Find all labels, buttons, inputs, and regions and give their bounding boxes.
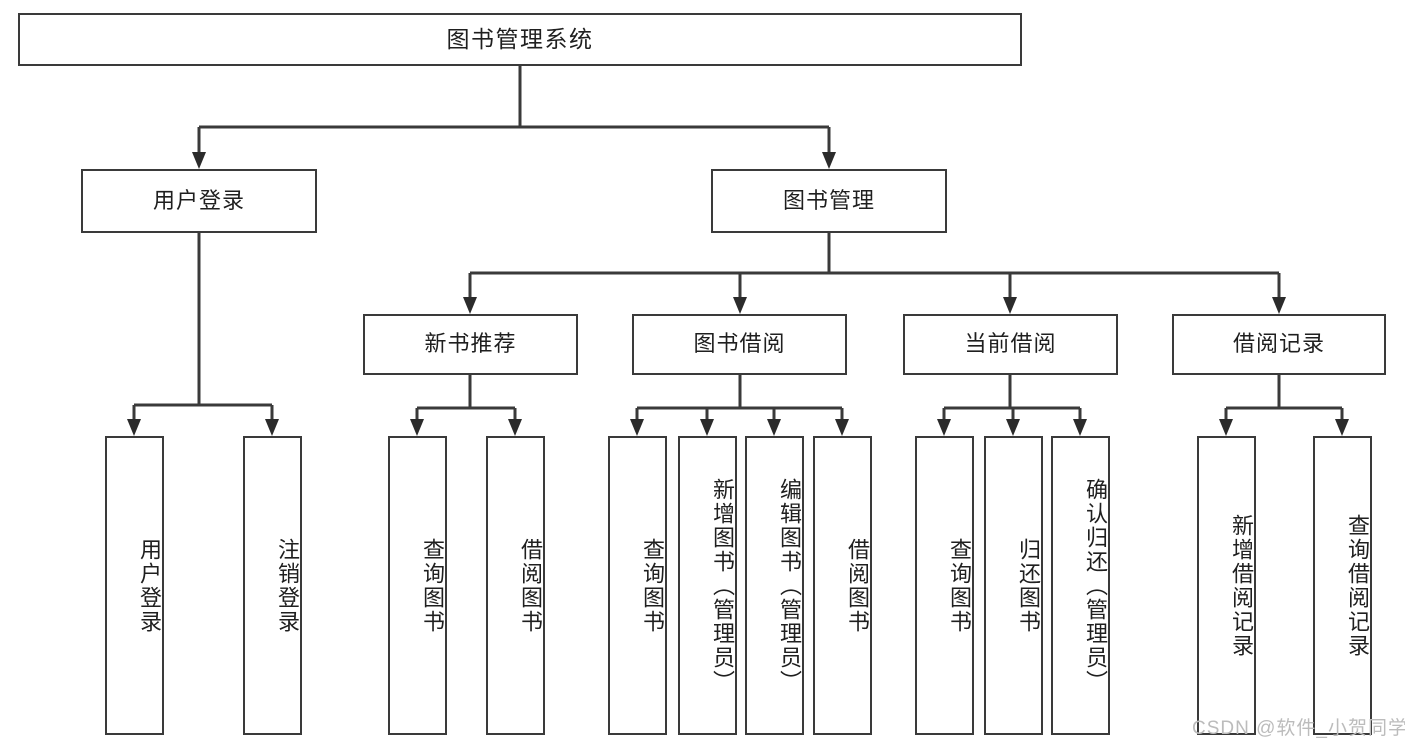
node-label: 确认归还（管理员） xyxy=(1083,477,1108,694)
node-root[interactable]: 图书管理系统 xyxy=(18,13,1022,66)
node-br-add-record[interactable]: 新增借阅记录 xyxy=(1197,436,1256,735)
node-label: 图书借阅 xyxy=(693,331,786,357)
node-book-manage[interactable]: 图书管理 xyxy=(711,169,947,233)
node-nbr-borrow-book[interactable]: 借阅图书 xyxy=(486,436,545,735)
node-label: 归还图书 xyxy=(1016,537,1041,634)
node-user-logout[interactable]: 注销登录 xyxy=(243,436,302,735)
node-label: 图书管理系统 xyxy=(446,25,594,52)
node-label: 用户登录 xyxy=(152,187,245,213)
node-label: 新增借阅记录 xyxy=(1229,513,1254,658)
node-label: 用户登录 xyxy=(137,537,162,634)
node-bb-query-book[interactable]: 查询图书 xyxy=(608,436,667,735)
node-label: 新书推荐 xyxy=(424,331,517,357)
node-bb-edit-book[interactable]: 编辑图书（管理员） xyxy=(745,436,804,735)
node-label: 注销登录 xyxy=(275,537,300,634)
node-current-borrow[interactable]: 当前借阅 xyxy=(903,314,1118,375)
node-label: 查询借阅记录 xyxy=(1345,513,1370,658)
node-label: 图书管理 xyxy=(782,187,875,213)
watermark-label: CSDN @软件_小贺同学 xyxy=(1192,718,1405,739)
node-label: 当前借阅 xyxy=(964,331,1057,357)
node-nbr-query-book[interactable]: 查询图书 xyxy=(388,436,447,735)
node-bb-add-book[interactable]: 新增图书（管理员） xyxy=(678,436,737,735)
node-label: 查询图书 xyxy=(947,537,972,634)
node-user-login-do[interactable]: 用户登录 xyxy=(105,436,164,735)
node-label: 借阅图书 xyxy=(518,537,543,634)
node-borrow-record[interactable]: 借阅记录 xyxy=(1172,314,1386,375)
node-label: 查询图书 xyxy=(640,537,665,634)
node-cb-query-book[interactable]: 查询图书 xyxy=(915,436,974,735)
node-label: 编辑图书（管理员） xyxy=(777,477,802,694)
node-user-login[interactable]: 用户登录 xyxy=(81,169,317,233)
node-label: 借阅图书 xyxy=(845,537,870,634)
node-cb-confirm-return[interactable]: 确认归还（管理员） xyxy=(1051,436,1110,735)
node-new-book-recommend[interactable]: 新书推荐 xyxy=(363,314,578,375)
node-label: 查询图书 xyxy=(420,537,445,634)
node-book-borrow[interactable]: 图书借阅 xyxy=(632,314,847,375)
node-br-query-record[interactable]: 查询借阅记录 xyxy=(1313,436,1372,735)
node-label: 借阅记录 xyxy=(1232,331,1325,357)
node-label: 新增图书（管理员） xyxy=(710,477,735,694)
node-cb-return-book[interactable]: 归还图书 xyxy=(984,436,1043,735)
node-bb-borrow-book[interactable]: 借阅图书 xyxy=(813,436,872,735)
